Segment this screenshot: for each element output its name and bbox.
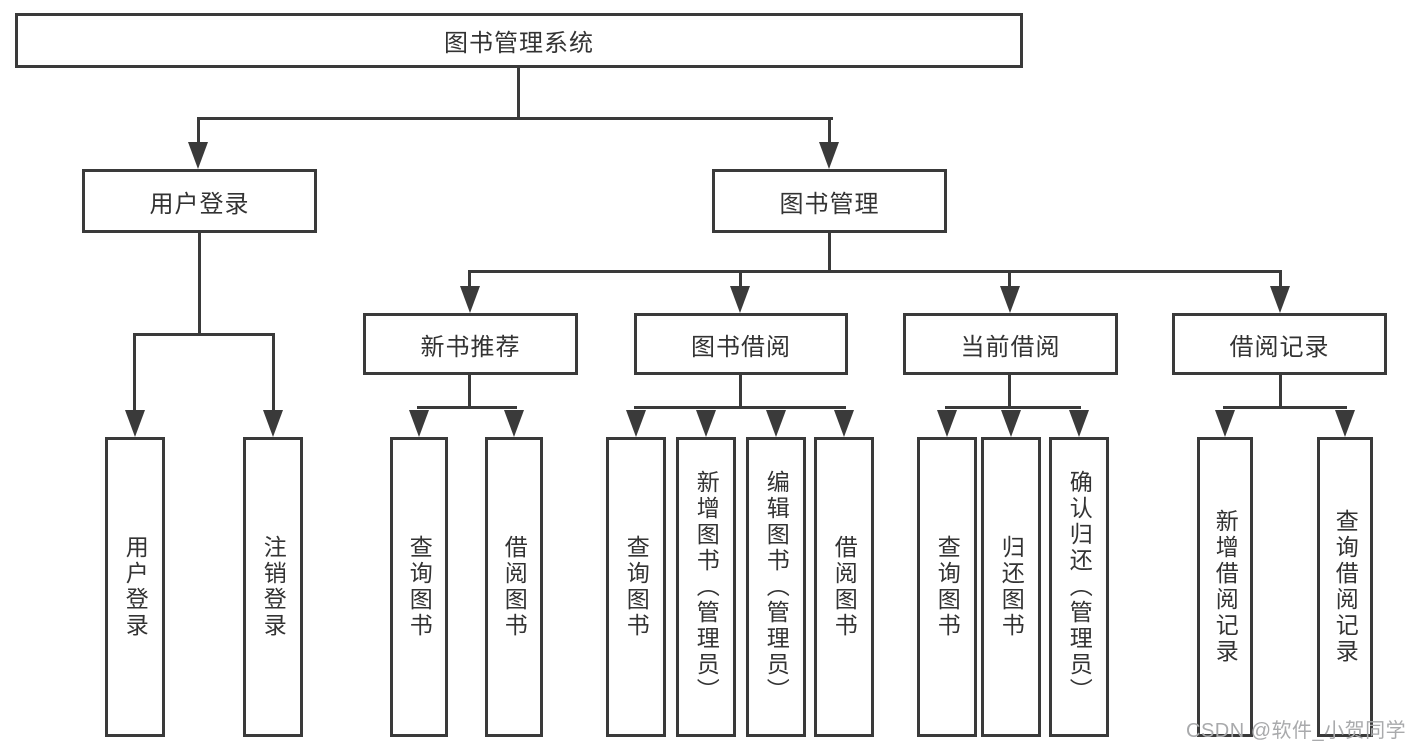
leaf-query-books-recommend: 查询图书 bbox=[390, 437, 448, 737]
connector-vline bbox=[828, 117, 831, 145]
connector-vline bbox=[198, 233, 201, 335]
connector-vline bbox=[133, 333, 136, 413]
leaf-logout: 注销登录 bbox=[243, 437, 303, 737]
watermark: CSDN @软件_小贺同学 bbox=[1186, 720, 1405, 742]
connector-vline bbox=[1008, 270, 1011, 290]
node-user-login: 用户登录 bbox=[82, 169, 317, 233]
connector-hline bbox=[634, 406, 846, 409]
connector-hline bbox=[468, 270, 1282, 273]
connector-vline bbox=[828, 233, 831, 273]
leaf-query-books-borrow: 查询图书 bbox=[606, 437, 666, 737]
arrowhead-down-icon bbox=[1270, 286, 1290, 313]
arrowhead-down-icon bbox=[626, 410, 646, 437]
node-new-book-recommendation: 新书推荐 bbox=[363, 313, 578, 375]
connector-hline bbox=[197, 117, 833, 120]
arrowhead-down-icon bbox=[504, 410, 524, 437]
arrowhead-down-icon bbox=[834, 410, 854, 437]
leaf-borrow-books: 借阅图书 bbox=[814, 437, 874, 737]
connector-hline bbox=[945, 406, 1081, 409]
leaf-return-books: 归还图书 bbox=[981, 437, 1041, 737]
arrowhead-down-icon bbox=[460, 286, 480, 313]
arrowhead-down-icon bbox=[1215, 410, 1235, 437]
node-book-management: 图书管理 bbox=[712, 169, 947, 233]
connector-vline bbox=[468, 270, 471, 290]
arrowhead-down-icon bbox=[1069, 410, 1089, 437]
leaf-add-borrow-record: 新增借阅记录 bbox=[1197, 437, 1253, 737]
connector-vline bbox=[1008, 375, 1011, 409]
connector-vline bbox=[739, 270, 742, 290]
arrowhead-down-icon bbox=[1335, 410, 1355, 437]
arrowhead-down-icon bbox=[819, 142, 839, 169]
arrowhead-down-icon bbox=[766, 410, 786, 437]
connector-vline bbox=[197, 117, 200, 145]
leaf-query-borrow-record: 查询借阅记录 bbox=[1317, 437, 1373, 737]
arrowhead-down-icon bbox=[937, 410, 957, 437]
node-library-management-system: 图书管理系统 bbox=[15, 13, 1023, 68]
connector-vline bbox=[1279, 270, 1282, 290]
arrowhead-down-icon bbox=[409, 410, 429, 437]
arrowhead-down-icon bbox=[730, 286, 750, 313]
arrowhead-down-icon bbox=[125, 410, 145, 437]
node-book-borrowing: 图书借阅 bbox=[634, 313, 848, 375]
arrowhead-down-icon bbox=[263, 410, 283, 437]
leaf-confirm-return-admin: 确认归还（管理员） bbox=[1049, 437, 1109, 737]
connector-vline bbox=[468, 375, 471, 409]
node-borrowing-records: 借阅记录 bbox=[1172, 313, 1387, 375]
leaf-edit-books-admin: 编辑图书（管理员） bbox=[746, 437, 806, 737]
arrowhead-down-icon bbox=[1000, 286, 1020, 313]
leaf-query-books-current: 查询图书 bbox=[917, 437, 977, 737]
arrowhead-down-icon bbox=[1001, 410, 1021, 437]
leaf-add-books-admin: 新增图书（管理员） bbox=[676, 437, 736, 737]
leaf-user-login: 用户登录 bbox=[105, 437, 165, 737]
leaf-borrow-books-recommend: 借阅图书 bbox=[485, 437, 543, 737]
connector-hline bbox=[1223, 406, 1347, 409]
connector-vline bbox=[517, 68, 520, 120]
node-current-borrowing: 当前借阅 bbox=[903, 313, 1118, 375]
arrowhead-down-icon bbox=[188, 142, 208, 169]
connector-hline bbox=[133, 333, 275, 336]
connector-vline bbox=[1279, 375, 1282, 409]
connector-vline bbox=[739, 375, 742, 409]
connector-vline bbox=[272, 333, 275, 413]
connector-hline bbox=[417, 406, 517, 409]
arrowhead-down-icon bbox=[696, 410, 716, 437]
